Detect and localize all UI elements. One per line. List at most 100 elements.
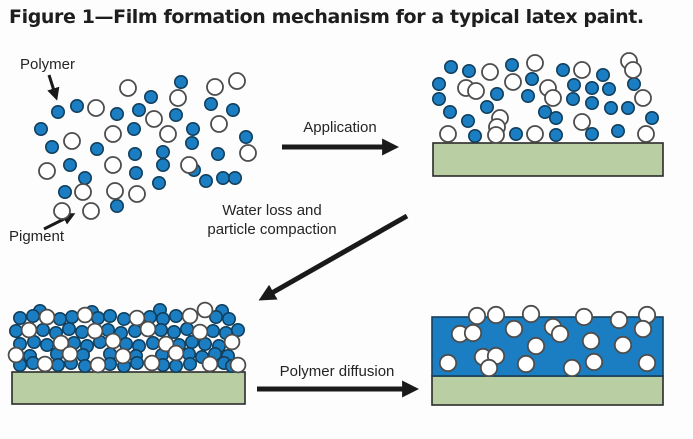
pigment-particle (562, 358, 582, 378)
pigment-particle (223, 333, 241, 351)
polymer-particle (566, 78, 581, 93)
coalesced-film (438, 304, 657, 378)
polymer-particle (555, 62, 570, 77)
polymer-particle (39, 337, 54, 352)
polymer-particle (226, 103, 241, 118)
polymer-particle (584, 127, 599, 142)
pigment-particle (239, 144, 257, 162)
polymer-particle (169, 108, 184, 123)
pigment-label: Pigment (9, 228, 65, 245)
polymer-particle (127, 122, 142, 137)
pigment-particle (479, 358, 499, 378)
water-loss-arrow (258, 213, 409, 301)
polymer-particle (185, 136, 200, 151)
polymer-particle (130, 355, 145, 370)
pigment-particle (210, 115, 228, 133)
polymer-particle (61, 321, 76, 336)
pigment-particle (544, 89, 562, 107)
pigment-particle (526, 336, 546, 356)
pigment-particle (167, 344, 185, 362)
pigment-particle (526, 54, 544, 72)
polymer-particle (50, 357, 65, 372)
polymer-particle (209, 309, 224, 324)
pigment-particle (180, 156, 198, 174)
pigment-particle (196, 301, 214, 319)
application-label: Application (303, 119, 377, 136)
polymer-particle (479, 100, 494, 115)
pigment-particle (504, 319, 524, 339)
substrate-coalesced (431, 375, 664, 406)
polymer-particle (239, 130, 254, 145)
polymer-particle (128, 147, 143, 162)
pigment-particle (206, 78, 224, 96)
polymer-particle (431, 92, 446, 107)
pigment-particle (481, 63, 499, 81)
pigment-particle (504, 73, 522, 91)
pigment-particle (584, 352, 604, 372)
polymer-particle (443, 59, 458, 74)
compacted-particle-film (7, 301, 247, 374)
polymer-particle (461, 64, 476, 79)
polymer-particle (206, 323, 221, 338)
polymer-particle (13, 310, 27, 325)
polymer-particle (110, 107, 125, 122)
polymer-particle (110, 199, 125, 214)
pigment-particle (637, 125, 655, 143)
pigment-particle (526, 125, 544, 143)
pigment-particle (119, 79, 137, 97)
polymer-particle (52, 311, 67, 326)
pigment-particle (76, 306, 94, 324)
polymer-particle (524, 72, 539, 87)
polymer-particle (222, 311, 237, 326)
pigment-particle (89, 356, 107, 374)
pigment-particle (229, 356, 247, 374)
pigment-particle (228, 72, 246, 90)
polymer-particle (584, 96, 599, 111)
polymer-particle (537, 105, 552, 120)
polymer-particle (154, 322, 169, 337)
pigment-particle (128, 309, 146, 327)
polymer-particle (565, 92, 580, 107)
polymer-particle (431, 77, 446, 92)
polymer-particle (603, 101, 618, 116)
pigment-particle (486, 305, 506, 325)
polymer-particle (129, 166, 144, 181)
pigment-particle (159, 125, 177, 143)
pigment-particle (201, 355, 219, 373)
pigment-particle (143, 354, 161, 372)
pigment-particle (38, 308, 56, 326)
pigment-particle (7, 346, 25, 364)
polymer-particle (146, 335, 161, 350)
pigment-particle (573, 61, 591, 79)
pigment-particle (613, 335, 633, 355)
pigment-particle (438, 353, 458, 373)
polymer-particle (152, 176, 167, 191)
pigment-particle (87, 99, 105, 117)
polymer-particle (169, 308, 184, 323)
pigment-particle (38, 162, 56, 180)
polymer-particle (78, 171, 93, 186)
substrate-applied (432, 142, 664, 177)
polymer-particle (33, 122, 48, 137)
polymer-diffusion-label: Polymer diffusion (279, 363, 395, 380)
polymer-particle (610, 124, 625, 139)
polymer-particle (62, 158, 77, 173)
polymer-particle (132, 103, 147, 118)
polymer-particle (91, 310, 106, 325)
pigment-particle (104, 156, 122, 174)
applied-wet-film (431, 52, 659, 144)
polymer-particle (548, 111, 563, 126)
substrate-compacted (11, 371, 246, 405)
polymer-particle (216, 171, 231, 186)
pigment-particle (104, 125, 122, 143)
pigment-particle (114, 347, 132, 365)
polymer-particle (78, 358, 93, 373)
polymer-particle (50, 105, 65, 120)
pigment-particle (106, 182, 124, 200)
particles-layer (7, 52, 659, 378)
pigment-particle (634, 89, 652, 107)
pigment-particle (74, 183, 92, 201)
pigment-particle (181, 307, 199, 325)
polymer-particle (70, 99, 85, 114)
water-loss-label: Water loss and particle compaction (207, 202, 337, 238)
